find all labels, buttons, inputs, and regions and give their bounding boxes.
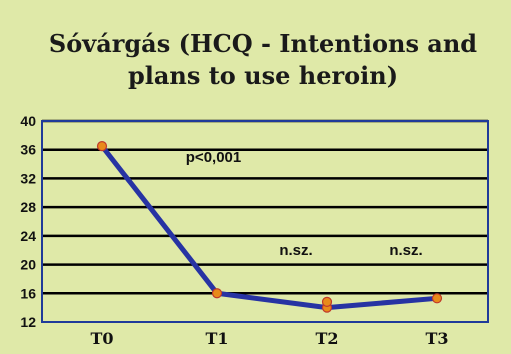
y-tick-label-12: 12 xyxy=(20,314,36,330)
y-tick-label-32: 32 xyxy=(20,170,36,186)
x-tick-label-T0: T0 xyxy=(90,329,113,348)
data-point-T3 xyxy=(431,293,443,304)
y-tick-label-36: 36 xyxy=(20,142,36,158)
annotation-0: p<0,001 xyxy=(186,149,241,166)
data-point-T1 xyxy=(211,288,223,299)
chart-title-line-1: Sóvárgás (HCQ - Intentions and xyxy=(49,29,477,58)
annotation-layer: p<0,001 n.sz. n.sz. xyxy=(186,149,423,259)
data-point-T0 xyxy=(96,141,108,152)
y-tick-label-28: 28 xyxy=(20,199,36,215)
y-tick-label-16: 16 xyxy=(20,285,36,301)
axis-layer xyxy=(41,120,489,323)
series-layer xyxy=(96,141,443,313)
x-tick-label-T2: T2 xyxy=(315,329,338,348)
series-line-0 xyxy=(99,143,440,311)
y-tick-label-24: 24 xyxy=(20,228,36,244)
annotation-1: n.sz. xyxy=(279,242,312,259)
chart-title-line-2: plans to use heroin) xyxy=(128,61,398,90)
plot-border xyxy=(41,120,489,323)
x-tick-label-T3: T3 xyxy=(425,329,448,348)
x-tick-label-T1: T1 xyxy=(205,329,228,348)
y-tick-label-40: 40 xyxy=(20,113,36,129)
data-point-extra-T2 xyxy=(321,296,333,307)
y-tick-label-20: 20 xyxy=(20,257,36,273)
grid-layer xyxy=(42,119,488,295)
annotation-2: n.sz. xyxy=(389,242,422,259)
